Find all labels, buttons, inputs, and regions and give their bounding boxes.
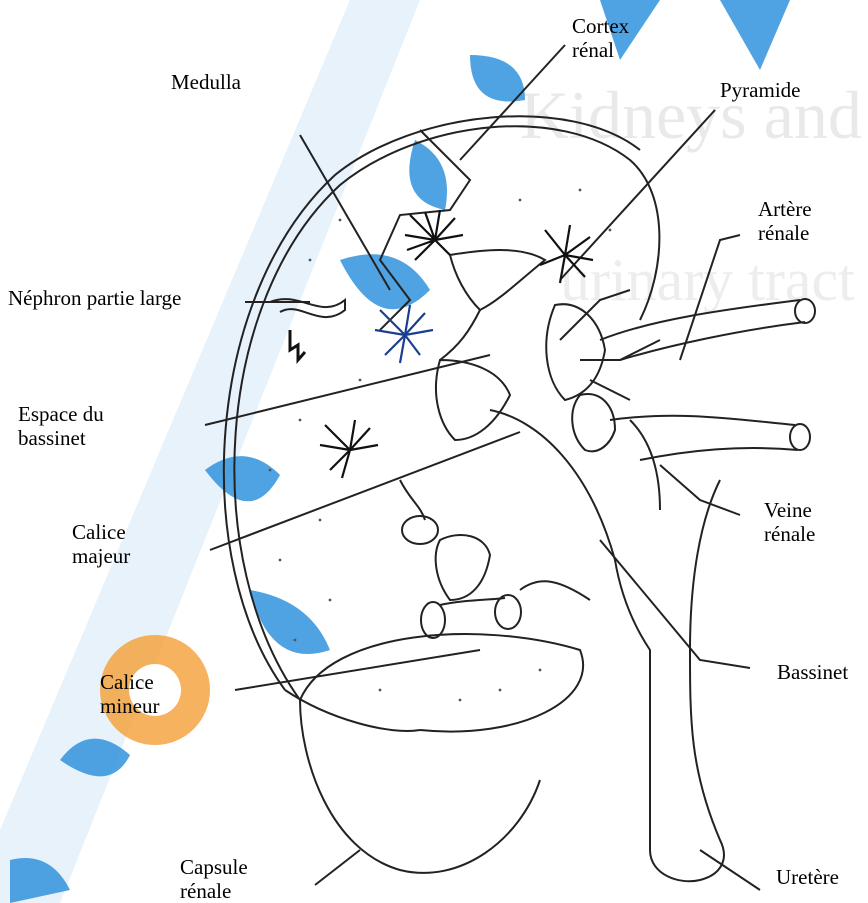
renal-artery-opening [795, 299, 815, 323]
calyx-tube [400, 480, 425, 520]
leader-espace [205, 355, 490, 425]
renal-vein-upper [610, 416, 795, 425]
leader-calice-majeur [210, 432, 520, 550]
calyx-ring [421, 602, 445, 638]
pyramid-3 [546, 304, 605, 400]
capsule-lower [285, 690, 420, 731]
label-calice-mineur: Calice mineur [100, 670, 159, 718]
artery-branch [590, 380, 630, 400]
label-calice-majeur: Calice majeur [72, 520, 130, 568]
calice-mineur-flap [300, 634, 583, 731]
nephron-tuft-1 [405, 210, 463, 260]
nephron-tubule [290, 330, 305, 360]
calyx-ring [402, 516, 438, 544]
pyramid-4 [572, 394, 615, 451]
label-medulla: Medulla [171, 70, 241, 94]
renal-capsule-outline [224, 116, 640, 690]
pyramid-1 [450, 250, 545, 310]
label-nephron-partie-large: Néphron partie large [8, 286, 181, 310]
pyramid-2 [436, 360, 510, 440]
leader-bassinet [600, 540, 750, 668]
calyx-ring [495, 595, 521, 629]
label-veine-renale: Veine rénale [764, 498, 815, 546]
nephron-tuft-4 [320, 420, 378, 478]
renal-artery-lower [620, 322, 805, 360]
leader-uretere [700, 850, 760, 890]
label-bassinet: Bassinet [777, 660, 848, 684]
leader-capsule [315, 850, 360, 885]
label-cortex-renal: Cortex rénal [572, 14, 629, 62]
leader-cortex [460, 45, 565, 160]
label-uretere: Uretère [776, 865, 839, 889]
label-pyramide: Pyramide [720, 78, 800, 102]
renal-artery-upper [600, 300, 800, 340]
pelvis-inner [630, 420, 660, 510]
calyx-tube [520, 581, 590, 600]
calyx-tube [440, 310, 480, 360]
label-espace-du-bassinet: Espace du bassinet [18, 402, 104, 450]
leader-veine [660, 465, 740, 515]
nephron-tuft-3 [375, 305, 433, 363]
renal-vein-lower [640, 448, 798, 460]
label-artere-renale: Artère rénale [758, 197, 812, 245]
kidney-outline [234, 126, 659, 700]
artery-branch [580, 340, 660, 360]
label-capsule-renale: Capsule rénale [180, 855, 248, 903]
pyramid-5 [436, 535, 490, 600]
renal-vein-opening [790, 424, 810, 450]
